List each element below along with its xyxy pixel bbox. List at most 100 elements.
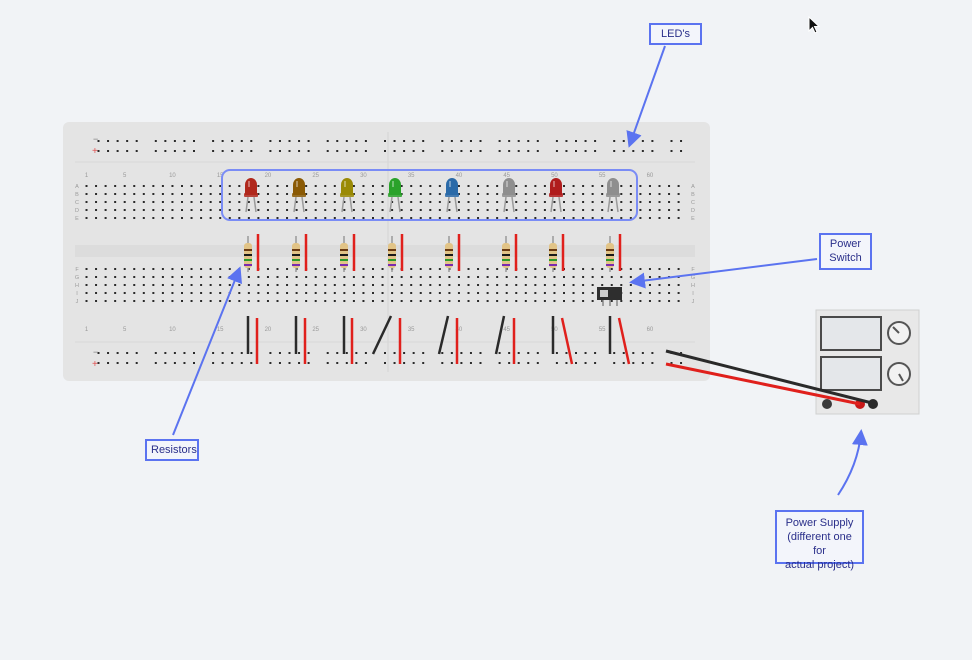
breadboard-hole[interactable] bbox=[448, 217, 451, 219]
breadboard-hole[interactable] bbox=[658, 300, 661, 302]
resistor[interactable] bbox=[502, 236, 510, 272]
rail-hole[interactable] bbox=[221, 362, 224, 364]
breadboard-hole[interactable] bbox=[505, 300, 508, 302]
breadboard-hole[interactable] bbox=[352, 217, 355, 219]
breadboard-hole[interactable] bbox=[400, 185, 403, 187]
breadboard-hole[interactable] bbox=[467, 300, 470, 302]
breadboard-hole[interactable] bbox=[200, 292, 203, 294]
breadboard-hole[interactable] bbox=[95, 300, 98, 302]
rail-hole[interactable] bbox=[107, 362, 110, 364]
breadboard-hole[interactable] bbox=[152, 209, 155, 211]
breadboard-hole[interactable] bbox=[457, 209, 460, 211]
breadboard-hole[interactable] bbox=[410, 217, 413, 219]
breadboard-hole[interactable] bbox=[209, 201, 212, 203]
breadboard-hole[interactable] bbox=[114, 276, 117, 278]
breadboard-hole[interactable] bbox=[104, 284, 107, 286]
rail-hole[interactable] bbox=[517, 150, 520, 152]
breadboard-hole[interactable] bbox=[219, 276, 222, 278]
rail-hole[interactable] bbox=[508, 140, 511, 142]
breadboard-hole[interactable] bbox=[372, 292, 374, 294]
breadboard-hole[interactable] bbox=[419, 284, 422, 286]
breadboard-hole[interactable] bbox=[553, 209, 556, 211]
led-white[interactable] bbox=[606, 178, 620, 213]
breadboard-hole[interactable] bbox=[448, 300, 451, 302]
breadboard-hole[interactable] bbox=[123, 276, 126, 278]
breadboard-hole[interactable] bbox=[161, 268, 164, 270]
breadboard-hole[interactable] bbox=[238, 292, 241, 294]
breadboard-hole[interactable] bbox=[572, 300, 575, 302]
breadboard-hole[interactable] bbox=[123, 292, 126, 294]
rail-hole[interactable] bbox=[193, 352, 195, 354]
breadboard-hole[interactable] bbox=[247, 284, 250, 286]
rail-hole[interactable] bbox=[97, 362, 100, 364]
breadboard-hole[interactable] bbox=[629, 201, 632, 203]
breadboard-hole[interactable] bbox=[543, 300, 546, 302]
breadboard-hole[interactable] bbox=[591, 209, 594, 211]
breadboard-hole[interactable] bbox=[457, 292, 460, 294]
breadboard-hole[interactable] bbox=[372, 268, 374, 270]
breadboard-hole[interactable] bbox=[333, 276, 336, 278]
rail-hole[interactable] bbox=[508, 352, 511, 354]
wire-red[interactable] bbox=[560, 317, 574, 365]
rail-hole[interactable] bbox=[680, 150, 683, 152]
breadboard-hole[interactable] bbox=[496, 292, 499, 294]
rail-hole[interactable] bbox=[212, 140, 215, 142]
rail-hole[interactable] bbox=[412, 352, 415, 354]
breadboard-hole[interactable] bbox=[123, 217, 126, 219]
rail-hole[interactable] bbox=[240, 140, 243, 142]
rail-hole[interactable] bbox=[651, 352, 654, 354]
breadboard-hole[interactable] bbox=[228, 193, 231, 195]
rail-hole[interactable] bbox=[183, 352, 186, 354]
rail-hole[interactable] bbox=[154, 362, 157, 364]
breadboard-hole[interactable] bbox=[524, 201, 527, 203]
rail-hole[interactable] bbox=[107, 140, 110, 142]
led-yellow[interactable] bbox=[340, 178, 354, 213]
breadboard-hole[interactable] bbox=[209, 268, 212, 270]
breadboard-hole[interactable] bbox=[305, 300, 308, 302]
rail-hole[interactable] bbox=[469, 362, 472, 364]
breadboard-hole[interactable] bbox=[515, 209, 518, 211]
breadboard-hole[interactable] bbox=[200, 201, 203, 203]
breadboard-hole[interactable] bbox=[104, 276, 107, 278]
breadboard-hole[interactable] bbox=[314, 292, 317, 294]
breadboard-hole[interactable] bbox=[639, 292, 642, 294]
rail-hole[interactable] bbox=[384, 352, 386, 354]
breadboard-hole[interactable] bbox=[190, 201, 193, 203]
breadboard-hole[interactable] bbox=[572, 193, 575, 195]
breadboard-hole[interactable] bbox=[591, 217, 594, 219]
rail-hole[interactable] bbox=[212, 150, 215, 152]
breadboard-hole[interactable] bbox=[572, 209, 575, 211]
rail-hole[interactable] bbox=[527, 352, 530, 354]
breadboard-hole[interactable] bbox=[276, 292, 279, 294]
wire-red[interactable] bbox=[617, 317, 631, 365]
breadboard-hole[interactable] bbox=[591, 300, 594, 302]
breadboard-hole[interactable] bbox=[505, 217, 508, 219]
breadboard-hole[interactable] bbox=[276, 217, 279, 219]
breadboard-hole[interactable] bbox=[305, 209, 308, 211]
breadboard-hole[interactable] bbox=[515, 185, 518, 187]
breadboard-hole[interactable] bbox=[477, 217, 480, 219]
breadboard-hole[interactable] bbox=[658, 217, 661, 219]
breadboard-hole[interactable] bbox=[381, 193, 384, 195]
breadboard-hole[interactable] bbox=[429, 276, 432, 278]
breadboard-hole[interactable] bbox=[362, 268, 365, 270]
breadboard-hole[interactable] bbox=[161, 300, 164, 302]
led-red[interactable] bbox=[549, 178, 563, 213]
rail-hole[interactable] bbox=[641, 150, 644, 152]
breadboard-hole[interactable] bbox=[601, 284, 604, 286]
rail-hole[interactable] bbox=[670, 140, 673, 142]
breadboard-hole[interactable] bbox=[496, 284, 499, 286]
rail-hole[interactable] bbox=[613, 140, 616, 142]
rail-hole[interactable] bbox=[412, 140, 415, 142]
breadboard-hole[interactable] bbox=[496, 185, 499, 187]
breadboard-hole[interactable] bbox=[85, 300, 88, 302]
breadboard-hole[interactable] bbox=[601, 209, 604, 211]
breadboard-hole[interactable] bbox=[190, 209, 193, 211]
breadboard-hole[interactable] bbox=[209, 276, 212, 278]
rail-hole[interactable] bbox=[126, 140, 129, 142]
led-orange[interactable] bbox=[292, 178, 306, 213]
rail-hole[interactable] bbox=[278, 362, 281, 364]
breadboard-hole[interactable] bbox=[238, 185, 241, 187]
breadboard-hole[interactable] bbox=[429, 201, 432, 203]
breadboard-hole[interactable] bbox=[257, 276, 260, 278]
